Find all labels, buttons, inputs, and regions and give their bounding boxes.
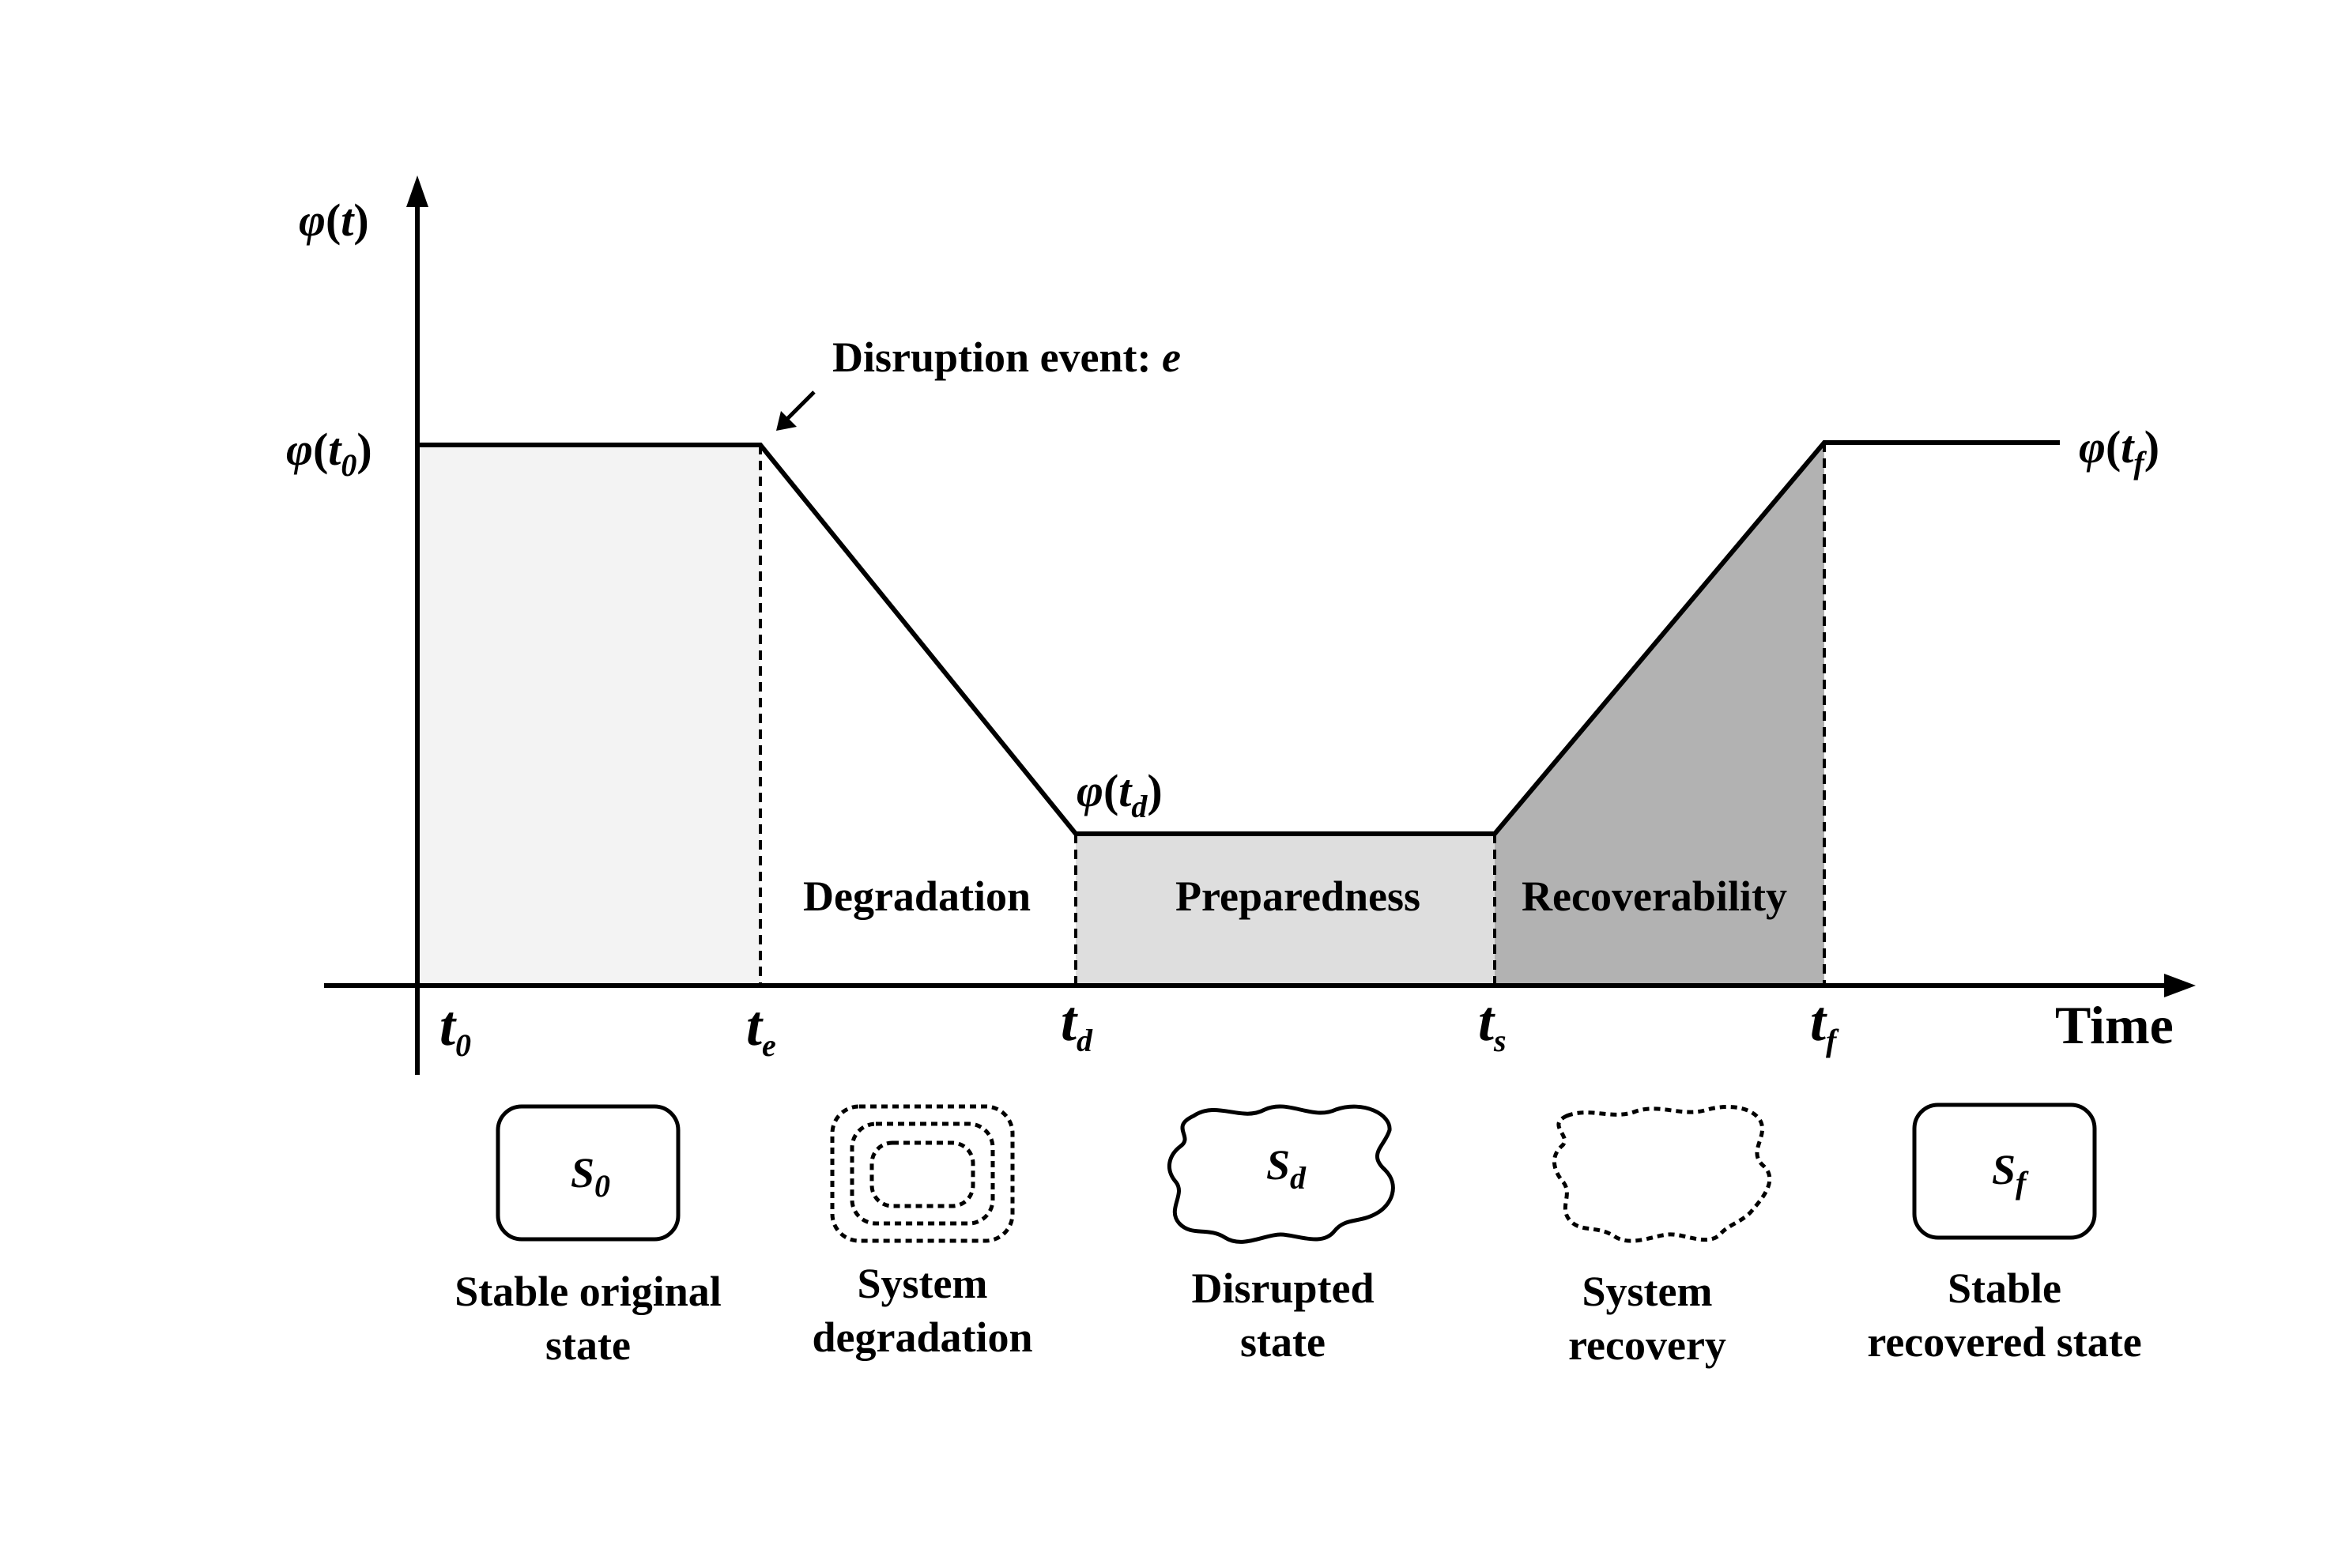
time-mark-td: td <box>1061 989 1093 1058</box>
state-symbol-s0: S0 <box>571 1149 610 1204</box>
phi-td-label: φ(td) <box>1077 765 1163 824</box>
recoverability-region <box>1495 443 1824 986</box>
y-axis-label: φ(t) <box>299 194 369 246</box>
state-symbol-sf: Sf <box>1992 1146 2029 1200</box>
stable-recovered-state-icon <box>1912 1102 2097 1240</box>
stable-region <box>417 445 760 986</box>
event-arrowhead <box>776 411 797 431</box>
disrupted-state-icon <box>1167 1104 1395 1244</box>
system-recovery-icon <box>1552 1105 1772 1243</box>
event-arrow <box>783 390 816 423</box>
state-caption-1-line2: degradation <box>812 1314 1032 1361</box>
disruption-event-label: Disruption event: e <box>832 334 1181 381</box>
state-caption-4-line1: Stable <box>1948 1265 2061 1312</box>
y-axis-arrow <box>406 175 428 207</box>
state-caption-2-line2: state <box>1240 1318 1326 1366</box>
preparedness-region <box>1076 834 1495 986</box>
time-mark-tf: tf <box>1810 989 1839 1058</box>
state-caption-0-line1: Stable original <box>454 1268 722 1315</box>
degradation-label: Degradation <box>803 873 1031 920</box>
preparedness-label: Preparedness <box>1175 873 1420 920</box>
recoverability-label: Recoverability <box>1522 873 1787 920</box>
x-axis-arrow <box>2164 974 2196 997</box>
state-caption-2-line1: Disrupted <box>1191 1265 1374 1312</box>
state-caption-0-line2: state <box>545 1321 631 1369</box>
state-caption-4-line2: recovered state <box>1867 1318 2141 1366</box>
stable-original-state-icon <box>496 1104 681 1242</box>
state-caption-1-line1: System <box>858 1260 988 1307</box>
state-symbol-sd: Sd <box>1266 1141 1307 1196</box>
time-mark-te: te <box>746 994 776 1063</box>
x-axis-label: Time <box>2055 995 2174 1055</box>
performance-curve <box>417 440 2060 836</box>
state-caption-3-line2: recovery <box>1568 1321 1726 1369</box>
system-degradation-icon <box>830 1104 1015 1243</box>
phi-t0-label: φ(t0) <box>286 424 372 483</box>
phi-tf-label: φ(tf) <box>2079 421 2159 481</box>
time-mark-t0: t0 <box>439 994 471 1063</box>
time-mark-ts: ts <box>1478 989 1507 1058</box>
state-caption-3-line1: System <box>1582 1268 1713 1315</box>
